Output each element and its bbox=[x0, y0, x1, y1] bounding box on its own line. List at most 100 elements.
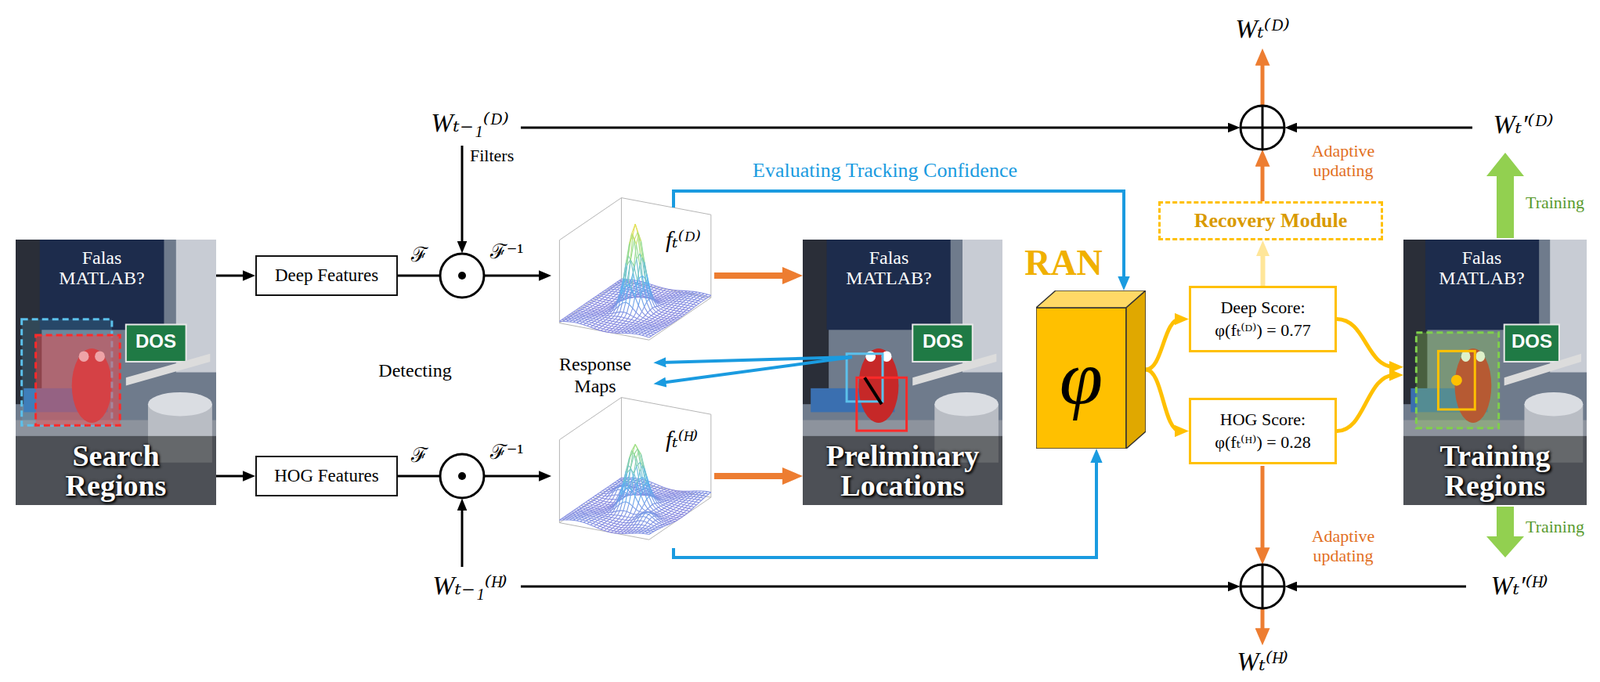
mesh-line bbox=[589, 522, 593, 524]
mesh-line bbox=[639, 322, 642, 325]
mesh-line bbox=[588, 498, 591, 501]
mesh-line bbox=[675, 297, 678, 300]
mesh-line bbox=[615, 284, 618, 286]
mesh-line bbox=[642, 311, 646, 316]
mesh-line bbox=[599, 317, 602, 319]
mesh-line bbox=[597, 519, 600, 521]
mesh-line bbox=[680, 296, 683, 298]
mesh-line bbox=[597, 513, 600, 515]
mesh-line bbox=[591, 303, 595, 304]
mesh-line bbox=[592, 523, 596, 525]
mesh-line bbox=[601, 509, 604, 511]
mesh-line bbox=[695, 300, 698, 303]
mesh-line bbox=[611, 491, 614, 496]
mesh-line bbox=[589, 510, 593, 512]
mesh-line bbox=[587, 523, 591, 526]
mesh-line bbox=[606, 300, 610, 303]
mesh-line bbox=[588, 299, 591, 302]
mesh-line bbox=[617, 322, 620, 326]
mesh-line bbox=[592, 509, 595, 510]
mesh-line bbox=[655, 325, 659, 327]
mesh-line bbox=[670, 296, 673, 298]
mesh-line bbox=[595, 498, 600, 501]
mesh-line bbox=[583, 520, 586, 523]
mesh-line bbox=[662, 298, 665, 300]
mesh-line bbox=[642, 333, 645, 336]
mesh-line bbox=[611, 505, 614, 510]
mesh-line bbox=[621, 331, 625, 333]
mesh-line bbox=[697, 303, 700, 306]
mesh-line bbox=[592, 310, 595, 313]
mesh-line bbox=[639, 257, 643, 265]
mesh-line bbox=[606, 516, 609, 519]
mesh-line bbox=[585, 519, 589, 521]
mesh-line bbox=[609, 509, 612, 513]
mesh-line bbox=[609, 495, 612, 500]
mesh-line bbox=[593, 498, 596, 501]
mesh-line bbox=[629, 233, 633, 244]
mesh-line bbox=[602, 290, 605, 293]
mesh-line bbox=[628, 319, 632, 322]
mesh-line bbox=[648, 317, 652, 320]
plot-axis bbox=[621, 397, 711, 416]
mesh-line bbox=[595, 324, 599, 326]
poster bbox=[39, 239, 165, 330]
mesh-line bbox=[603, 308, 607, 311]
mesh-line bbox=[655, 328, 658, 331]
mesh-line bbox=[649, 481, 653, 484]
mesh-line bbox=[682, 307, 686, 311]
mesh-line bbox=[627, 329, 630, 332]
mesh-line bbox=[604, 487, 607, 490]
mesh-line bbox=[588, 518, 591, 521]
mesh-line bbox=[617, 480, 621, 483]
mesh-line bbox=[682, 294, 686, 297]
mesh-line bbox=[603, 505, 606, 508]
mesh-line bbox=[697, 296, 700, 298]
mesh-line bbox=[649, 335, 652, 338]
mesh-line bbox=[596, 512, 600, 514]
mesh-line bbox=[632, 296, 636, 309]
mesh-line bbox=[694, 305, 698, 307]
mesh-line bbox=[635, 321, 639, 324]
mesh-line bbox=[604, 514, 607, 517]
mesh-line bbox=[611, 289, 614, 292]
mesh-line bbox=[603, 311, 606, 314]
mesh-line bbox=[687, 291, 690, 293]
mesh-line bbox=[682, 314, 685, 316]
mesh-line bbox=[606, 314, 610, 317]
mesh-line bbox=[593, 511, 597, 513]
mesh-line bbox=[603, 491, 606, 494]
mesh-line bbox=[653, 292, 656, 295]
mesh-line bbox=[662, 320, 665, 322]
mesh-line bbox=[598, 296, 601, 298]
mesh-line bbox=[632, 321, 635, 323]
mesh-line bbox=[644, 262, 648, 285]
mesh-line bbox=[680, 302, 683, 305]
mesh-line bbox=[590, 505, 593, 507]
mesh-line bbox=[588, 502, 592, 504]
mesh-line bbox=[651, 299, 654, 301]
mesh-line bbox=[702, 296, 705, 298]
mesh-line bbox=[650, 321, 654, 324]
mesh-line bbox=[578, 306, 582, 309]
mesh-line bbox=[639, 329, 643, 332]
response-surface bbox=[559, 198, 711, 341]
mesh-line bbox=[613, 294, 617, 297]
mesh-line bbox=[646, 325, 650, 327]
mesh-line bbox=[595, 310, 599, 313]
mesh-line bbox=[670, 322, 673, 325]
mesh-line bbox=[643, 330, 647, 333]
mesh-line bbox=[690, 296, 694, 299]
mesh-line bbox=[585, 502, 589, 504]
mesh-line bbox=[592, 321, 595, 323]
mesh-line bbox=[590, 498, 594, 501]
mesh-line bbox=[656, 302, 659, 304]
plot-axis bbox=[649, 497, 712, 540]
mesh-line bbox=[570, 515, 574, 517]
mesh-line bbox=[601, 321, 604, 324]
mesh-line bbox=[654, 315, 658, 318]
mesh-line bbox=[639, 332, 642, 335]
mesh-line bbox=[609, 325, 612, 328]
mesh-line bbox=[585, 301, 589, 304]
